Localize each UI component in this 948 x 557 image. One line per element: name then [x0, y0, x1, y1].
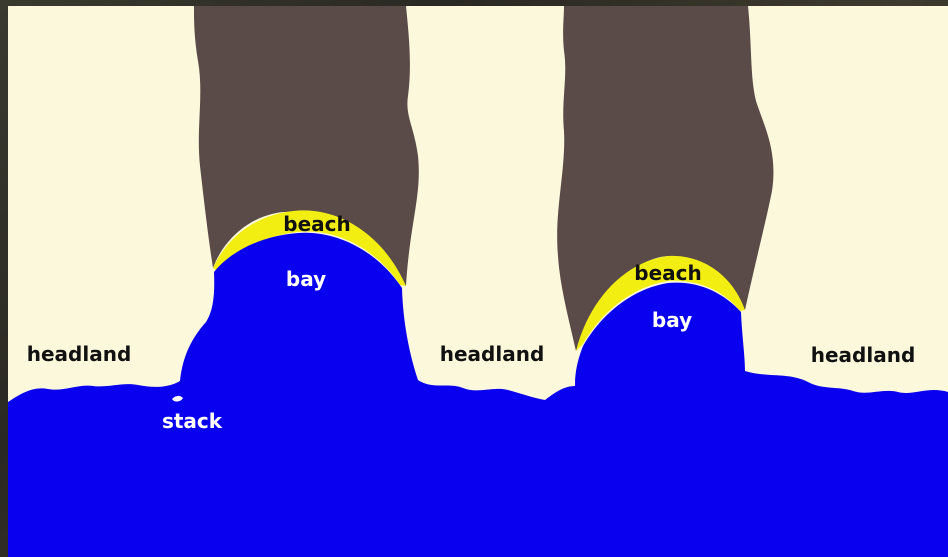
headland-label-right: headland	[811, 345, 916, 365]
stack-label: stack	[162, 411, 222, 431]
headland-label-middle: headland	[440, 344, 545, 364]
coastline-scene	[8, 6, 948, 557]
sea	[8, 233, 948, 557]
beach-label-left: beach	[283, 214, 350, 234]
coastline-diagram: headland headland headland beach beach b…	[8, 6, 948, 557]
bay-label-right: bay	[652, 310, 692, 330]
headland-label-left: headland	[27, 344, 132, 364]
beach-label-right: beach	[634, 263, 701, 283]
bay-label-left: bay	[286, 269, 326, 289]
